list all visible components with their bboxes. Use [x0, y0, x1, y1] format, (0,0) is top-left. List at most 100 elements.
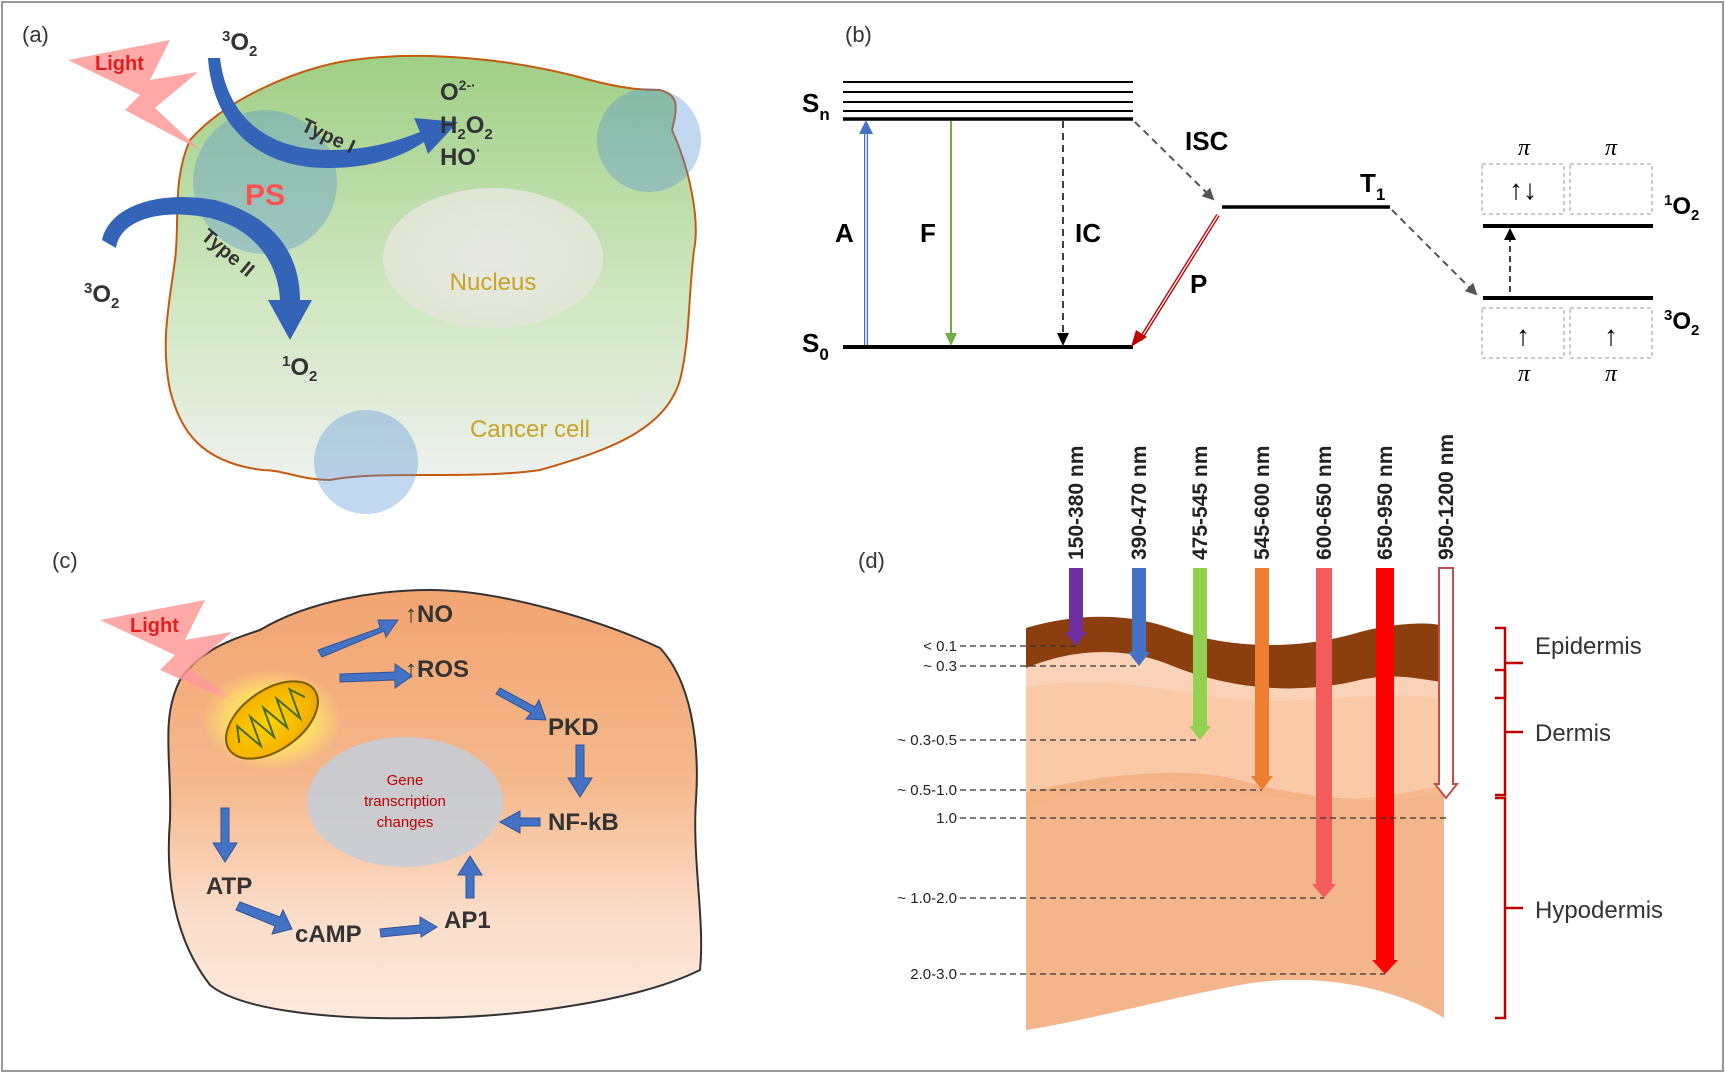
nfkb-label: NF-kB — [548, 809, 619, 836]
pkd-label: PKD — [548, 714, 599, 741]
mitochondrion-icon — [225, 680, 319, 760]
arrow-ap1-gene — [457, 855, 483, 899]
ps-circle-3 — [314, 410, 418, 514]
panel-a-label: (a) — [22, 22, 49, 47]
h2o2-label: H2O2 — [440, 112, 493, 143]
singlet-o2-b-label: 1O2 — [1664, 192, 1699, 224]
depth-lines: < 0.1 ~ 0.3 ~ 0.3-0.5 ~ 0.5-1.0 1.0 ~ 1.0-2.0… — [897, 638, 1446, 983]
camp-label: cAMP — [295, 921, 362, 948]
arrow-atp-camp — [235, 901, 293, 935]
nucleus-c — [307, 737, 503, 867]
wavelength-label-3: 475-545 nm — [1189, 446, 1212, 560]
arrow-mito-atp — [212, 807, 238, 863]
pi-label-3: π — [1518, 361, 1531, 387]
epidermis-bracket — [1495, 626, 1523, 700]
panel-a: (a) Nucleus Cancer cell PS Light Type I … — [22, 22, 701, 514]
atp-label: ATP — [206, 873, 252, 900]
a-label: A — [835, 218, 854, 248]
spin-pair-icon: ↑↓ — [1509, 174, 1537, 205]
isc-label: ISC — [1185, 126, 1229, 156]
wavelength-arrow-2 — [1128, 568, 1150, 666]
wavelength-arrow-4 — [1251, 568, 1273, 790]
panel-c: (c) Gene transcription changes Light ↑NO… — [52, 548, 703, 1020]
panel-d: (d) 150-380 nm 390-470 nm 475-545 nm 545-60… — [858, 434, 1663, 1030]
wavelength-label-7: 950-1200 nm — [1435, 434, 1458, 560]
light-c-label: Light — [130, 615, 179, 637]
dermis-inner-band — [1026, 772, 1444, 810]
wavelength-arrow-3 — [1189, 568, 1211, 740]
depth-label-7: 2.0-3.0 — [910, 966, 957, 983]
arrow-nfkb-gene — [498, 810, 541, 834]
depth-label-4: ~ 0.5-1.0 — [897, 782, 957, 799]
ps-label: PS — [245, 179, 285, 212]
depth-label-6: ~ 1.0-2.0 — [897, 890, 957, 907]
wavelength-arrow-7 — [1432, 567, 1460, 800]
light-bolt-a-icon — [68, 40, 200, 150]
hydroxyl-label: HO· — [440, 142, 481, 171]
spin-up-1-icon: ↑ — [1516, 320, 1530, 351]
f-label: F — [920, 218, 936, 248]
o2-left-label: 3O2 — [84, 280, 119, 312]
depth-label-3: ~ 0.3-0.5 — [897, 732, 957, 749]
cancer-cell-a-label: Cancer cell — [470, 416, 590, 443]
panel-d-label: (d) — [858, 548, 885, 573]
ap1-label: AP1 — [444, 907, 491, 934]
panel-c-label: (c) — [52, 548, 78, 573]
spin-up-2-icon: ↑ — [1604, 320, 1618, 351]
orbital-box-3 — [1481, 307, 1565, 359]
type-ii-arrow-icon — [102, 196, 312, 340]
singlet-o2-a-label: 1O2 — [282, 353, 317, 385]
depth-label-5: 1.0 — [936, 810, 957, 827]
wavelength-arrow-1 — [1065, 568, 1087, 646]
hypodermis-label: Hypodermis — [1535, 897, 1663, 924]
light-bolt-c-icon — [100, 600, 245, 708]
nucleus-a-label: Nucleus — [450, 269, 537, 296]
p-label: P — [1190, 269, 1207, 299]
epidermis-layer — [1026, 616, 1444, 689]
wavelength-label-4: 545-600 nm — [1251, 446, 1274, 560]
ps-circle-2 — [597, 88, 701, 192]
gene-line-1: Gene — [387, 772, 424, 789]
gene-line-2: transcription — [364, 793, 446, 810]
wavelength-arrow-5 — [1312, 568, 1336, 898]
wavelength-label-2: 390-470 nm — [1128, 446, 1151, 560]
orbital-box-2 — [1569, 163, 1653, 215]
arrow-to-ros — [339, 663, 413, 689]
no-label: ↑NO — [405, 601, 453, 628]
ic-label: IC — [1075, 218, 1101, 248]
wavelength-label-5: 600-650 nm — [1313, 446, 1336, 560]
orbital-box-4 — [1569, 307, 1653, 359]
depth-label-2: ~ 0.3 — [923, 658, 957, 675]
dermis-bracket — [1495, 668, 1523, 797]
wavelength-label-6: 650-950 nm — [1374, 446, 1397, 560]
orbital-box-1 — [1481, 163, 1565, 215]
sn-levels — [843, 81, 1133, 121]
pi-label-2: π — [1605, 135, 1618, 161]
pi-label-4: π — [1605, 361, 1618, 387]
wavelength-labels: 150-380 nm 390-470 nm 475-545 nm 545-600 nm… — [1065, 434, 1458, 560]
o2-top-label: 3O2 — [222, 28, 257, 60]
hypodermis-layer — [1026, 772, 1444, 1030]
arrow-ros-pkd — [495, 687, 547, 721]
triplet-o2-b-label: 3O2 — [1664, 307, 1699, 339]
nucleus-a — [383, 188, 603, 328]
depth-label-1: < 0.1 — [923, 638, 957, 655]
arrow-to-no — [317, 619, 399, 658]
arrow-camp-ap1 — [379, 916, 438, 938]
dermis-label: Dermis — [1535, 720, 1611, 747]
energy-transfer-arrow — [1391, 209, 1478, 296]
type-i-arrow-icon — [208, 58, 458, 168]
hypodermis-bracket — [1495, 796, 1523, 1020]
wavelength-arrow-6 — [1372, 568, 1398, 974]
panel-b-label: (b) — [845, 22, 872, 47]
light-a-label: Light — [95, 53, 144, 75]
wavelength-label-1: 150-380 nm — [1065, 446, 1088, 560]
pi-label-1: π — [1518, 135, 1531, 161]
ros-label: ↑ROS — [405, 656, 469, 683]
epidermis-label: Epidermis — [1535, 633, 1642, 660]
arrow-pkd-nfkb — [567, 744, 593, 798]
gene-line-3: changes — [377, 814, 434, 831]
isc-arrow — [1134, 121, 1215, 201]
wavelength-arrows — [1065, 567, 1460, 974]
